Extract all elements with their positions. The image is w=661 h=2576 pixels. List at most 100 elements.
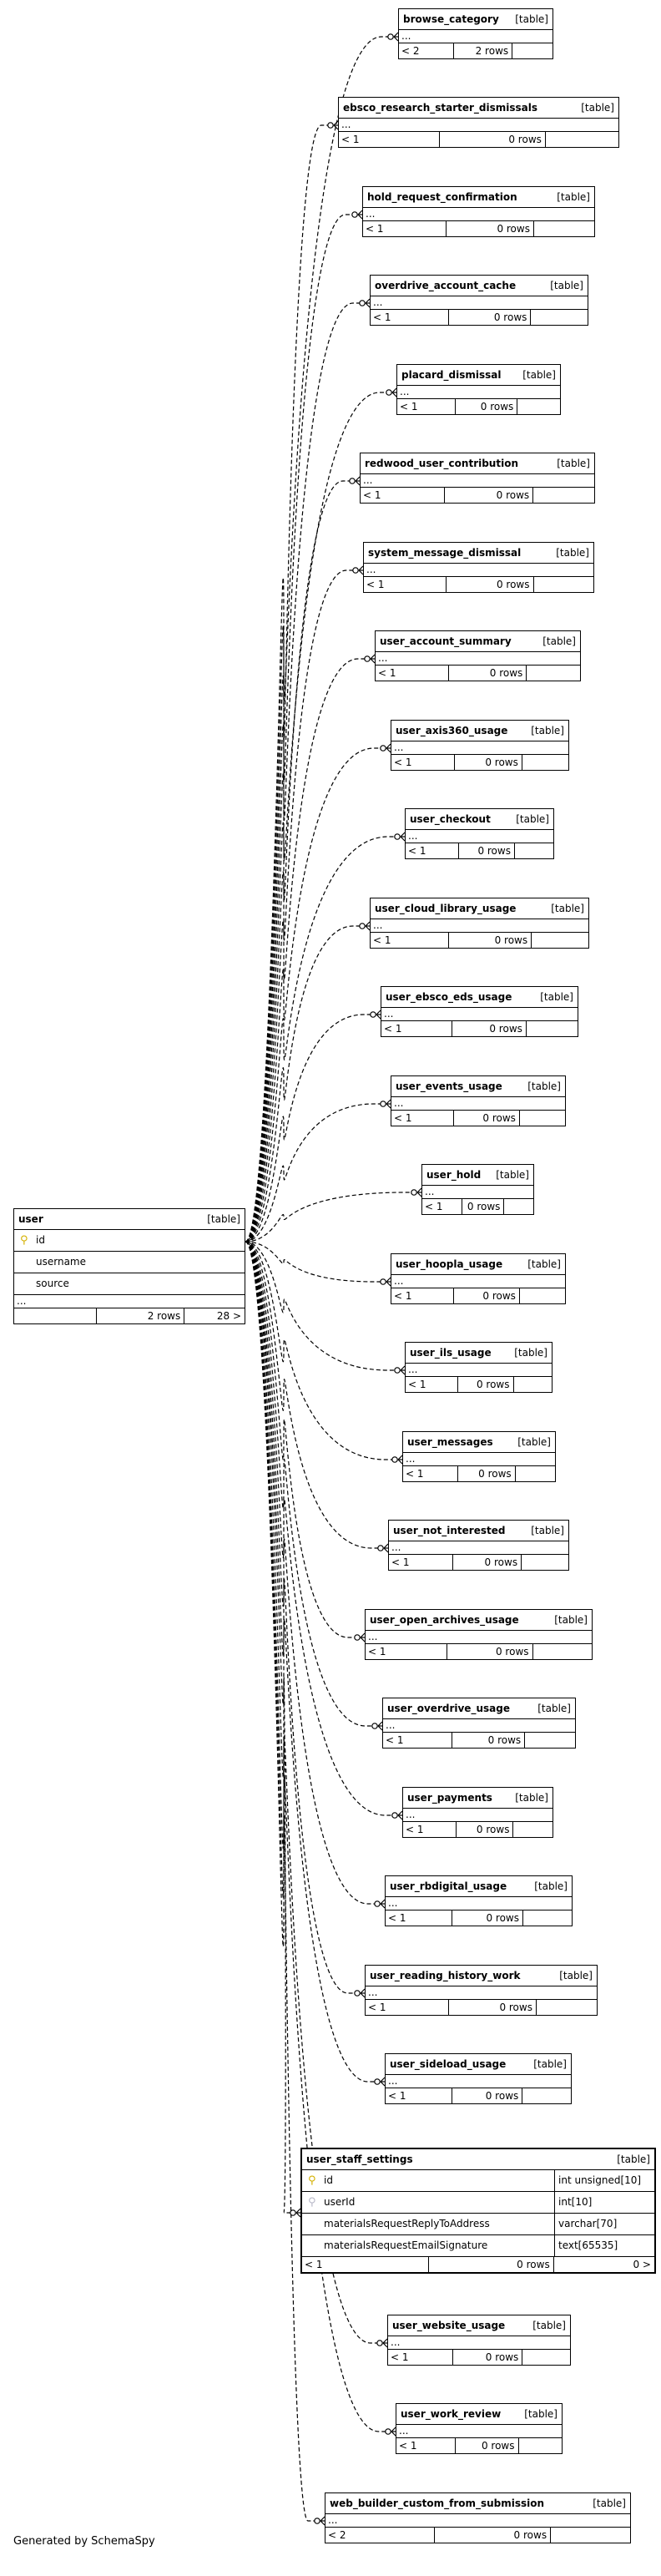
parents-count[interactable]: < 1 (422, 1199, 462, 1214)
parents-count[interactable]: < 1 (376, 666, 450, 681)
table-name[interactable]: user_account_summary (380, 635, 512, 647)
children-count[interactable] (514, 1377, 553, 1392)
table-name[interactable]: user_hold (426, 1169, 482, 1181)
table-name[interactable]: user_axis360_usage (396, 725, 508, 736)
children-count[interactable] (522, 755, 568, 770)
table-name[interactable]: user_ebsco_eds_usage (386, 991, 512, 1003)
children-count[interactable] (520, 1111, 565, 1126)
table-name[interactable]: user_overdrive_usage (387, 1703, 510, 1714)
parents-count[interactable]: < 1 (386, 1910, 453, 1926)
children-count[interactable] (533, 488, 594, 503)
parents-count[interactable]: < 2 (399, 43, 455, 58)
table-name[interactable]: placard_dismissal (401, 369, 502, 381)
parents-count[interactable]: < 1 (389, 1555, 454, 1570)
parents-count[interactable]: < 1 (371, 933, 449, 948)
children-count[interactable] (534, 577, 594, 592)
children-count[interactable] (534, 221, 594, 236)
table-name[interactable]: user_rbdigital_usage (390, 1880, 507, 1892)
table-name[interactable]: system_message_dismissal (368, 547, 522, 559)
children-count[interactable] (531, 310, 588, 325)
parents-count[interactable]: < 1 (363, 221, 447, 236)
children-count[interactable] (517, 399, 560, 414)
parents-count[interactable]: < 2 (325, 2528, 436, 2543)
parents-count[interactable]: < 1 (388, 2350, 454, 2365)
children-count[interactable]: 28 > (216, 1310, 241, 1322)
children-count[interactable] (516, 1466, 555, 1481)
column-row[interactable]: username (14, 1252, 245, 1273)
table-web-builder-custom-from-submission[interactable]: web_builder_custom_from_submission[table… (325, 2492, 631, 2543)
table-name[interactable]: user_hoopla_usage (396, 1258, 503, 1270)
table-name[interactable]: user_events_usage (396, 1081, 502, 1092)
table-name[interactable]: hold_request_confirmation (367, 191, 517, 203)
table-name[interactable]: user_website_usage (392, 2320, 506, 2331)
table-name[interactable]: user_open_archives_usage (370, 1614, 519, 1626)
parents-count[interactable]: < 1 (302, 2257, 429, 2272)
children-count[interactable] (515, 843, 553, 858)
table-name[interactable]: user_payments (407, 1792, 492, 1804)
children-count[interactable] (546, 132, 618, 147)
children-count[interactable] (522, 2088, 571, 2103)
table-name[interactable]: user (18, 1213, 43, 1225)
parents-count[interactable] (14, 1308, 98, 1323)
parents-count[interactable]: < 1 (364, 577, 447, 592)
table-name[interactable]: user_checkout (410, 813, 491, 825)
children-count[interactable] (523, 1910, 572, 1926)
table-name[interactable]: ebsco_research_starter_dismissals (343, 102, 538, 114)
table-name[interactable]: user_reading_history_work (370, 1970, 521, 1981)
children-count[interactable] (527, 666, 580, 681)
parents-count[interactable]: < 1 (391, 1111, 454, 1126)
children-count[interactable] (537, 2000, 597, 2015)
parents-count[interactable]: < 1 (371, 310, 449, 325)
parents-count[interactable]: < 1 (391, 1288, 454, 1303)
parents-count[interactable]: < 1 (381, 1021, 452, 1036)
parents-count[interactable]: < 1 (366, 2000, 449, 2015)
table-name[interactable]: user_work_review (401, 2408, 502, 2420)
children-count[interactable] (532, 933, 588, 948)
children-count[interactable] (520, 1288, 565, 1303)
parents-count[interactable]: < 1 (406, 1377, 458, 1392)
parents-count[interactable]: < 1 (386, 2088, 452, 2103)
parents-count[interactable]: < 1 (403, 1822, 457, 1837)
table-name[interactable]: web_builder_custom_from_submission (330, 2498, 545, 2509)
children-count[interactable] (504, 1199, 533, 1214)
table-name[interactable]: user_messages (407, 1436, 493, 1448)
table-name[interactable]: redwood_user_contribution (365, 458, 518, 469)
table-user[interactable]: user [table] ⚲id username source ... 2 r… (13, 1208, 245, 1324)
column-row[interactable]: source (14, 1273, 245, 1295)
table-name[interactable]: user_staff_settings (306, 2153, 413, 2165)
parents-count[interactable]: < 1 (339, 132, 440, 147)
children-count[interactable] (513, 1822, 553, 1837)
children-count[interactable] (512, 43, 553, 58)
table-ebsco-research-starter-dismissals[interactable]: ebsco_research_starter_dismissals[table]… (338, 97, 619, 148)
table-name[interactable]: user_ils_usage (410, 1347, 492, 1359)
parents-count[interactable]: < 1 (366, 1644, 447, 1659)
children-count[interactable] (519, 2438, 563, 2453)
children-count[interactable] (522, 1555, 568, 1570)
